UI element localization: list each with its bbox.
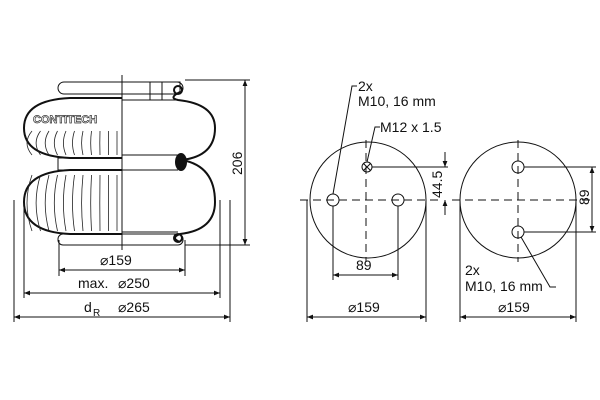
max-diameter-prefix: max. [78, 275, 108, 291]
top-plate-section [121, 81, 181, 95]
air-inlet-label: M12 x 1.5 [380, 119, 442, 135]
top-plate-diameter-label: ⌀159 [348, 299, 380, 315]
bottom-plate-diameter-label: ⌀159 [498, 299, 530, 315]
max-diameter-label: ⌀250 [118, 275, 150, 291]
air-fitting [149, 81, 163, 101]
bellow-rib [81, 130, 84, 156]
bellow-rib [90, 130, 92, 156]
upper-bead [173, 85, 183, 95]
bellow-rib [63, 174, 67, 232]
upper-bellow-exterior [22, 97, 122, 159]
bellow-rib [35, 174, 41, 232]
bellow-rib [90, 174, 92, 232]
bellow-rib [26, 130, 33, 156]
dr-subscript: R [93, 308, 100, 319]
lower-bellow-ribs [26, 174, 118, 232]
brand-logo: CONTITECH [33, 114, 97, 126]
top-plate-view: 2x M10, 16 mm M12 x 1.5 44.5 89 ⌀159 [300, 78, 448, 322]
bolt-spec-label: M10, 16 mm [358, 93, 436, 109]
height-dimension: 206 [185, 79, 250, 246]
bolt-spacing-label: 89 [356, 257, 372, 273]
height-label: 206 [229, 151, 245, 175]
bottom-bolt-spacing-label: 89 [576, 189, 592, 205]
girdle-section [175, 153, 187, 171]
bellow-rib [63, 130, 67, 156]
diameter-dimensions: ⌀159 max. ⌀250 d R ⌀265 [13, 200, 231, 322]
dr-diameter-label: ⌀265 [118, 299, 150, 315]
bellow-rib [44, 174, 50, 232]
upper-bellow-ribs [26, 130, 118, 156]
bellow-rib [26, 174, 33, 232]
top-plate [57, 81, 184, 95]
bellow-rib [72, 174, 75, 232]
bellow-rib [35, 130, 41, 156]
piston-diameter-label: ⌀159 [100, 252, 132, 268]
bottom-plate-view: 89 2x M10, 16 mm ⌀159 [452, 140, 596, 322]
dr-prefix: d [84, 299, 92, 315]
bolt-count-label: 2x [358, 78, 373, 94]
air-spring-side-view: CONTITECH [22, 75, 217, 250]
bellow-rib [72, 130, 75, 156]
bellow-rib [53, 130, 58, 156]
offset-label: 44.5 [429, 171, 445, 198]
bottom-plate [57, 233, 184, 246]
bellow-rib [53, 174, 58, 232]
lower-bead [173, 233, 183, 243]
girdle-ring [57, 157, 123, 171]
bellow-rib [81, 174, 84, 232]
bellow-rib [44, 130, 50, 156]
bottom-bolt-spec-label: M10, 16 mm [465, 278, 543, 294]
bottom-bolt-count-label: 2x [465, 262, 480, 278]
